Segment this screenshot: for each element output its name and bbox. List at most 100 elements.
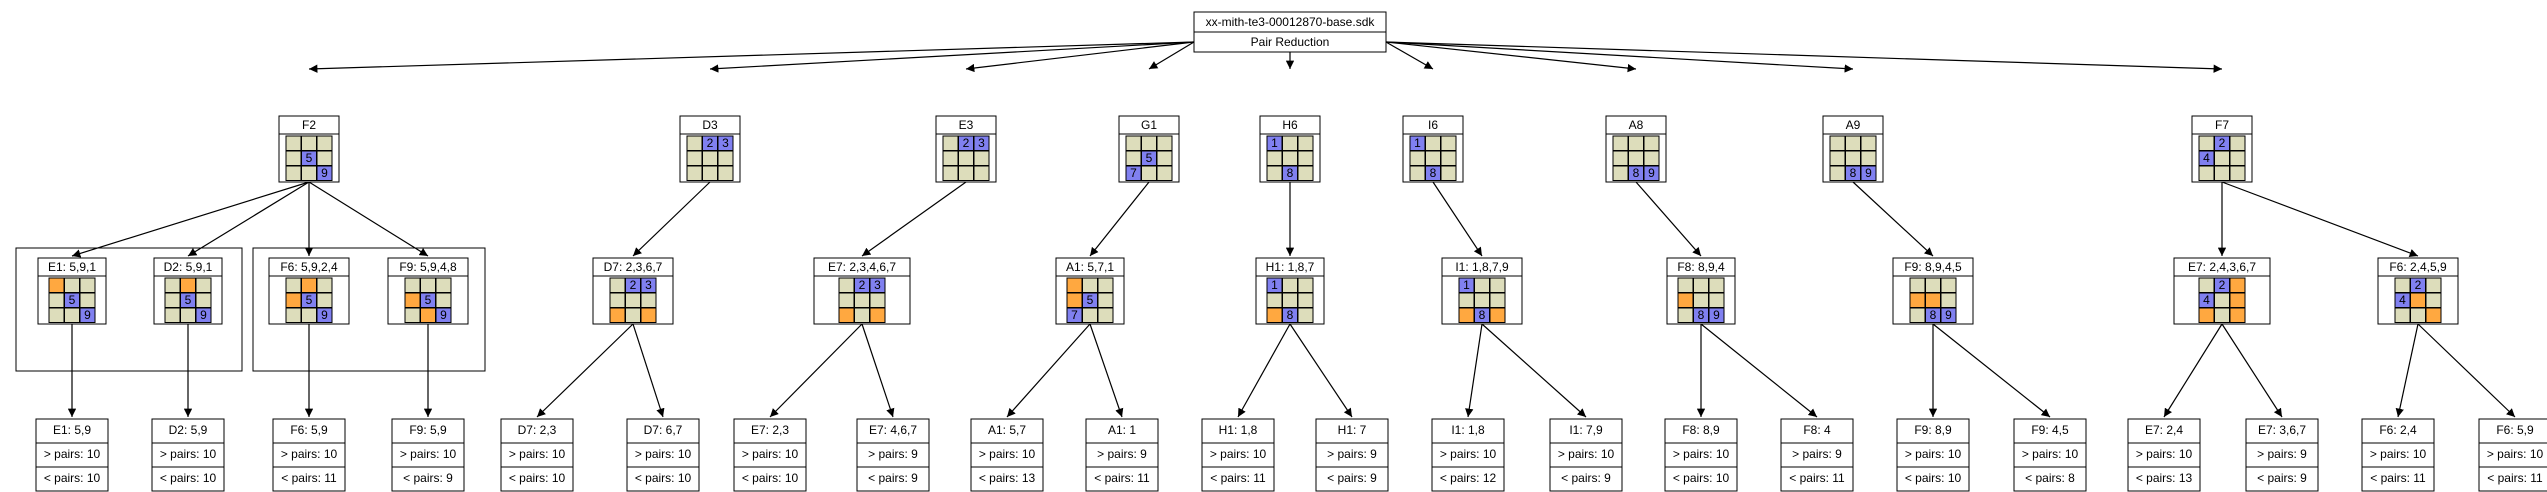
grid-cell [1097, 292, 1114, 308]
leaf-node-6[interactable]: E7: 2,3> pairs: 10< pairs: 10 [733, 418, 807, 492]
leaf-node-1[interactable]: D2: 5,9> pairs: 10< pairs: 10 [151, 418, 225, 492]
leaf-node-8[interactable]: A1: 5,7> pairs: 10< pairs: 13 [970, 418, 1044, 492]
grid-digit: 8 [1479, 308, 1486, 322]
leaf-node-11[interactable]: H1: 7> pairs: 9< pairs: 9 [1315, 418, 1389, 492]
grid-cell [1266, 307, 1283, 323]
grid-digit: 8 [1698, 308, 1705, 322]
node-l2-7[interactable]: H1: 1,8,718 [1255, 257, 1325, 325]
leaf-greater-pairs: > pairs: 10 [400, 447, 457, 461]
leaf-less-pairs: < pairs: 9 [868, 471, 918, 485]
node-l2-8[interactable]: I1: 1,8,7,918 [1441, 257, 1523, 325]
leaf-lt-box [2478, 466, 2547, 492]
leaf-node-2[interactable]: F6: 5,9> pairs: 10< pairs: 11 [272, 418, 346, 492]
grid-cell [2198, 135, 2215, 151]
node-l2-11[interactable]: E7: 2,4,3,6,724 [2173, 257, 2271, 325]
grid-cell [625, 307, 641, 323]
node-l2-12[interactable]: F6: 2,4,5,924 [2377, 257, 2459, 325]
leaf-greater-pairs: > pairs: 10 [1558, 447, 1615, 461]
leaf-node-19[interactable]: E7: 3,6,7> pairs: 9< pairs: 9 [2245, 418, 2319, 492]
leaf-node-12[interactable]: I1: 1,8> pairs: 10< pairs: 12 [1431, 418, 1505, 492]
leaf-node-5[interactable]: D7: 6,7> pairs: 10< pairs: 10 [626, 418, 700, 492]
node-l2-2[interactable]: F6: 5,9,2,459 [268, 257, 350, 325]
grid-digit: 2 [707, 136, 714, 150]
cluster-box-f2-left [15, 247, 243, 372]
leaf-node-15[interactable]: F8: 4> pairs: 9< pairs: 11 [1780, 418, 1854, 492]
leaf-less-pairs: < pairs: 10 [635, 471, 692, 485]
node-l2-6[interactable]: A1: 5,7,157 [1055, 257, 1125, 325]
grid-cell [640, 292, 657, 308]
leaf-node-7[interactable]: E7: 4,6,7> pairs: 9< pairs: 9 [856, 418, 930, 492]
node-l2-3[interactable]: F9: 5,9,4,859 [387, 257, 469, 325]
grid-cell [2394, 277, 2411, 293]
edge-l1-to-l2 [71, 181, 310, 258]
grid-cell [435, 307, 452, 323]
leaf-lt-box [1780, 466, 1854, 492]
leaf-less-pairs: < pairs: 10 [160, 471, 217, 485]
leaf-node-20[interactable]: F6: 2,4> pairs: 10< pairs: 11 [2361, 418, 2435, 492]
leaf-label: H1: 1,8 [1219, 423, 1258, 437]
leaf-node-10[interactable]: H1: 1,8> pairs: 10< pairs: 11 [1201, 418, 1275, 492]
leaf-greater-pairs: > pairs: 9 [868, 447, 918, 461]
leaf-node-13[interactable]: I1: 7,9> pairs: 10< pairs: 9 [1549, 418, 1623, 492]
grid-cell [1082, 277, 1098, 293]
grid-cell [1860, 135, 1877, 151]
grid-cell [1708, 292, 1725, 308]
grid-cell [316, 307, 333, 323]
node-l2-0[interactable]: E1: 5,9,159 [37, 257, 107, 325]
leaf-label-box [1201, 418, 1275, 444]
leaf-label: H1: 7 [1338, 423, 1367, 437]
leaf-gt-box [1780, 442, 1854, 468]
leaf-node-0[interactable]: E1: 5,9> pairs: 10< pairs: 10 [35, 418, 109, 492]
leaf-less-pairs: < pairs: 8 [2025, 471, 2075, 485]
grid-cell [1440, 135, 1457, 151]
grid-cell [1097, 277, 1114, 293]
grid-cell [609, 307, 626, 323]
leaf-label: F9: 4,5 [2031, 423, 2069, 437]
leaf-node-4[interactable]: D7: 2,3> pairs: 10< pairs: 10 [500, 418, 574, 492]
grid-cell [1643, 165, 1660, 181]
leaf-node-18[interactable]: E7: 2,4> pairs: 10< pairs: 13 [2127, 418, 2201, 492]
grid-cell [640, 307, 657, 323]
grid-cell [854, 307, 870, 323]
leaf-node-14[interactable]: F8: 8,9> pairs: 10< pairs: 10 [1664, 418, 1738, 492]
leaf-label: A1: 1 [1108, 423, 1136, 437]
leaf-node-16[interactable]: F9: 8,9> pairs: 10< pairs: 10 [1896, 418, 1970, 492]
grid-digit: 5 [185, 293, 192, 307]
grid-cell [2410, 292, 2426, 308]
leaf-label-box [1780, 418, 1854, 444]
edge-l1-to-l2 [1432, 181, 1483, 257]
grid-cell [164, 292, 181, 308]
leaf-node-3[interactable]: F9: 5,9> pairs: 10< pairs: 9 [391, 418, 465, 492]
grid-cell [717, 150, 734, 166]
node-l2-1[interactable]: D2: 5,9,159 [153, 257, 223, 325]
leaf-node-9[interactable]: A1: 1> pairs: 9< pairs: 11 [1085, 418, 1159, 492]
leaf-lt-box [2013, 466, 2087, 492]
root-title: xx-mith-te3-00012870-base.sdk [1206, 15, 1376, 29]
grid-cell [404, 307, 421, 323]
grid-cell [1693, 277, 1709, 293]
leaf-node-21[interactable]: F6: 5,9> pairs: 10< pairs: 11 [2478, 418, 2547, 492]
leaf-less-pairs: < pairs: 12 [1440, 471, 1497, 485]
grid-cell [1628, 135, 1644, 151]
edge-root-to-l1 [1385, 41, 1637, 73]
node-label: F2 [302, 118, 316, 132]
leaf-lt-box [500, 466, 574, 492]
leaf-node-17[interactable]: F9: 4,5> pairs: 10< pairs: 8 [2013, 418, 2087, 492]
grid-cell [1297, 165, 1314, 181]
leaf-lt-box [2245, 466, 2319, 492]
